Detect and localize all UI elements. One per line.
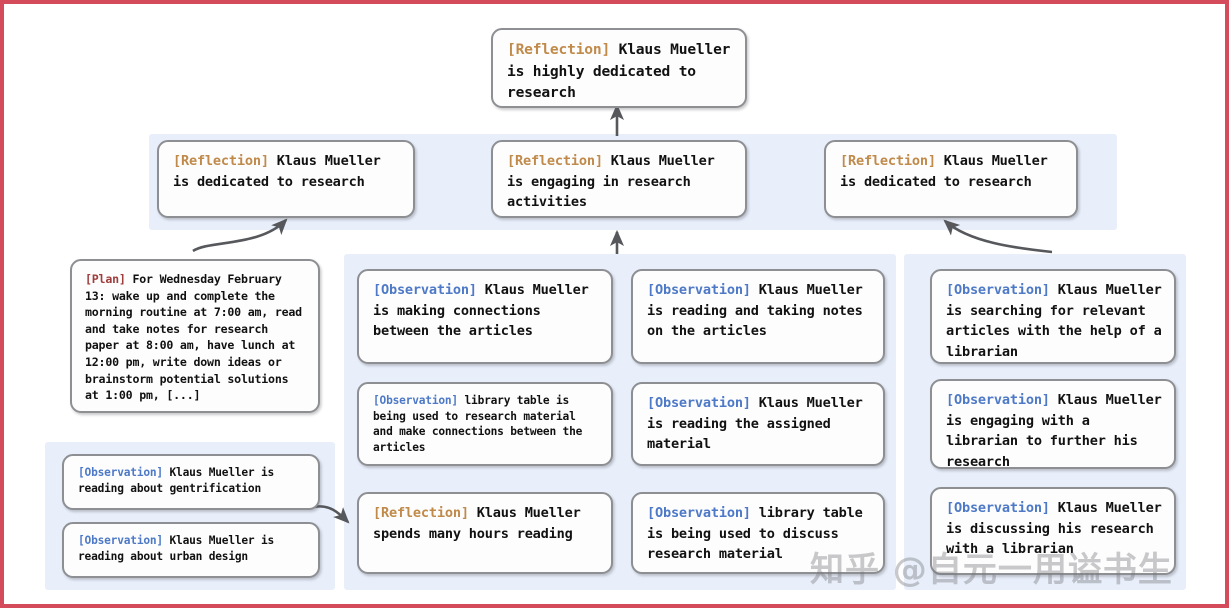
node-col3-observation-2-text: Klaus Mueller is reading the assigned ma… <box>647 395 871 452</box>
tag-plan: [Plan] <box>85 272 126 286</box>
node-col3-observation-1-text: Klaus Mueller is reading and taking note… <box>647 282 871 339</box>
tag-observation: [Observation] <box>373 282 477 298</box>
node-mid-center-reflection-text: Klaus Mueller is engaging in research ac… <box>507 153 723 210</box>
node-mid-center-reflection[interactable]: [Reflection] Klaus Mueller is engaging i… <box>491 140 747 218</box>
tag-observation: [Observation] <box>946 392 1050 408</box>
tag-reflection: [Reflection] <box>840 153 936 169</box>
tag-observation: [Observation] <box>647 505 751 521</box>
node-col3-observation-2[interactable]: [Observation] Klaus Mueller is reading t… <box>631 382 885 466</box>
tag-observation: [Observation] <box>78 534 163 547</box>
node-col1-observation-1-text: Klaus Mueller is reading about gentrific… <box>78 466 281 495</box>
node-col4-observation-2[interactable]: [Observation] Klaus Mueller is engaging … <box>930 379 1176 469</box>
node-col4-observation-3-text: Klaus Mueller is discussing his research… <box>946 500 1170 557</box>
node-col2-observation-1-text: Klaus Mueller is making connections betw… <box>373 282 597 339</box>
node-col2-observation-1[interactable]: [Observation] Klaus Mueller is making co… <box>357 269 613 364</box>
tag-observation: [Observation] <box>647 395 751 411</box>
tag-reflection: [Reflection] <box>373 505 469 521</box>
tag-observation: [Observation] <box>78 466 163 479</box>
diagram-canvas: [Reflection] Klaus Mueller is highly ded… <box>4 4 1225 604</box>
node-col3-observation-3-text: library table is being used to discuss r… <box>647 505 871 562</box>
node-mid-right-reflection[interactable]: [Reflection] Klaus Mueller is dedicated … <box>824 140 1078 218</box>
node-col4-observation-1-text: Klaus Mueller is searching for relevant … <box>946 282 1170 360</box>
node-col4-observation-3[interactable]: [Observation] Klaus Mueller is discussin… <box>930 487 1176 575</box>
tag-observation: [Observation] <box>373 394 458 407</box>
node-col1-observation-1[interactable]: [Observation] Klaus Mueller is reading a… <box>62 454 320 510</box>
tag-reflection: [Reflection] <box>507 153 603 169</box>
node-col2-observation-2[interactable]: [Observation] library table is being use… <box>357 382 613 466</box>
node-col4-observation-2-text: Klaus Mueller is engaging with a librari… <box>946 392 1170 469</box>
node-mid-left-reflection-text: Klaus Mueller is dedicated to research <box>173 153 389 190</box>
node-col4-observation-1[interactable]: [Observation] Klaus Mueller is searching… <box>930 269 1176 364</box>
node-mid-left-reflection[interactable]: [Reflection] Klaus Mueller is dedicated … <box>157 140 415 218</box>
tag-reflection: [Reflection] <box>173 153 269 169</box>
tag-observation: [Observation] <box>946 282 1050 298</box>
node-plan[interactable]: [Plan] For Wednesday February 13: wake u… <box>70 259 320 413</box>
node-col1-observation-2[interactable]: [Observation] Klaus Mueller is reading a… <box>62 522 320 578</box>
node-mid-right-reflection-text: Klaus Mueller is dedicated to research <box>840 153 1056 190</box>
watermark-text: 知乎 @自元一用谥书生 <box>810 550 1173 590</box>
tag-observation: [Observation] <box>647 282 751 298</box>
node-col2-reflection[interactable]: [Reflection] Klaus Mueller spends many h… <box>357 492 613 574</box>
node-plan-text: For Wednesday February 13: wake up and c… <box>85 272 309 403</box>
node-root-reflection[interactable]: [Reflection] Klaus Mueller is highly ded… <box>491 28 747 108</box>
node-col1-observation-2-text: Klaus Mueller is reading about urban des… <box>78 534 281 563</box>
node-col2-observation-2-text: library table is being used to research … <box>373 394 589 454</box>
tag-reflection: [Reflection] <box>507 41 611 58</box>
tag-observation: [Observation] <box>946 500 1050 516</box>
node-root-reflection-text: Klaus Mueller is highly dedicated to res… <box>507 41 739 101</box>
node-col3-observation-3[interactable]: [Observation] library table is being use… <box>631 492 885 574</box>
node-col3-observation-1[interactable]: [Observation] Klaus Mueller is reading a… <box>631 269 885 364</box>
node-col2-reflection-text: Klaus Mueller spends many hours reading <box>373 505 589 542</box>
